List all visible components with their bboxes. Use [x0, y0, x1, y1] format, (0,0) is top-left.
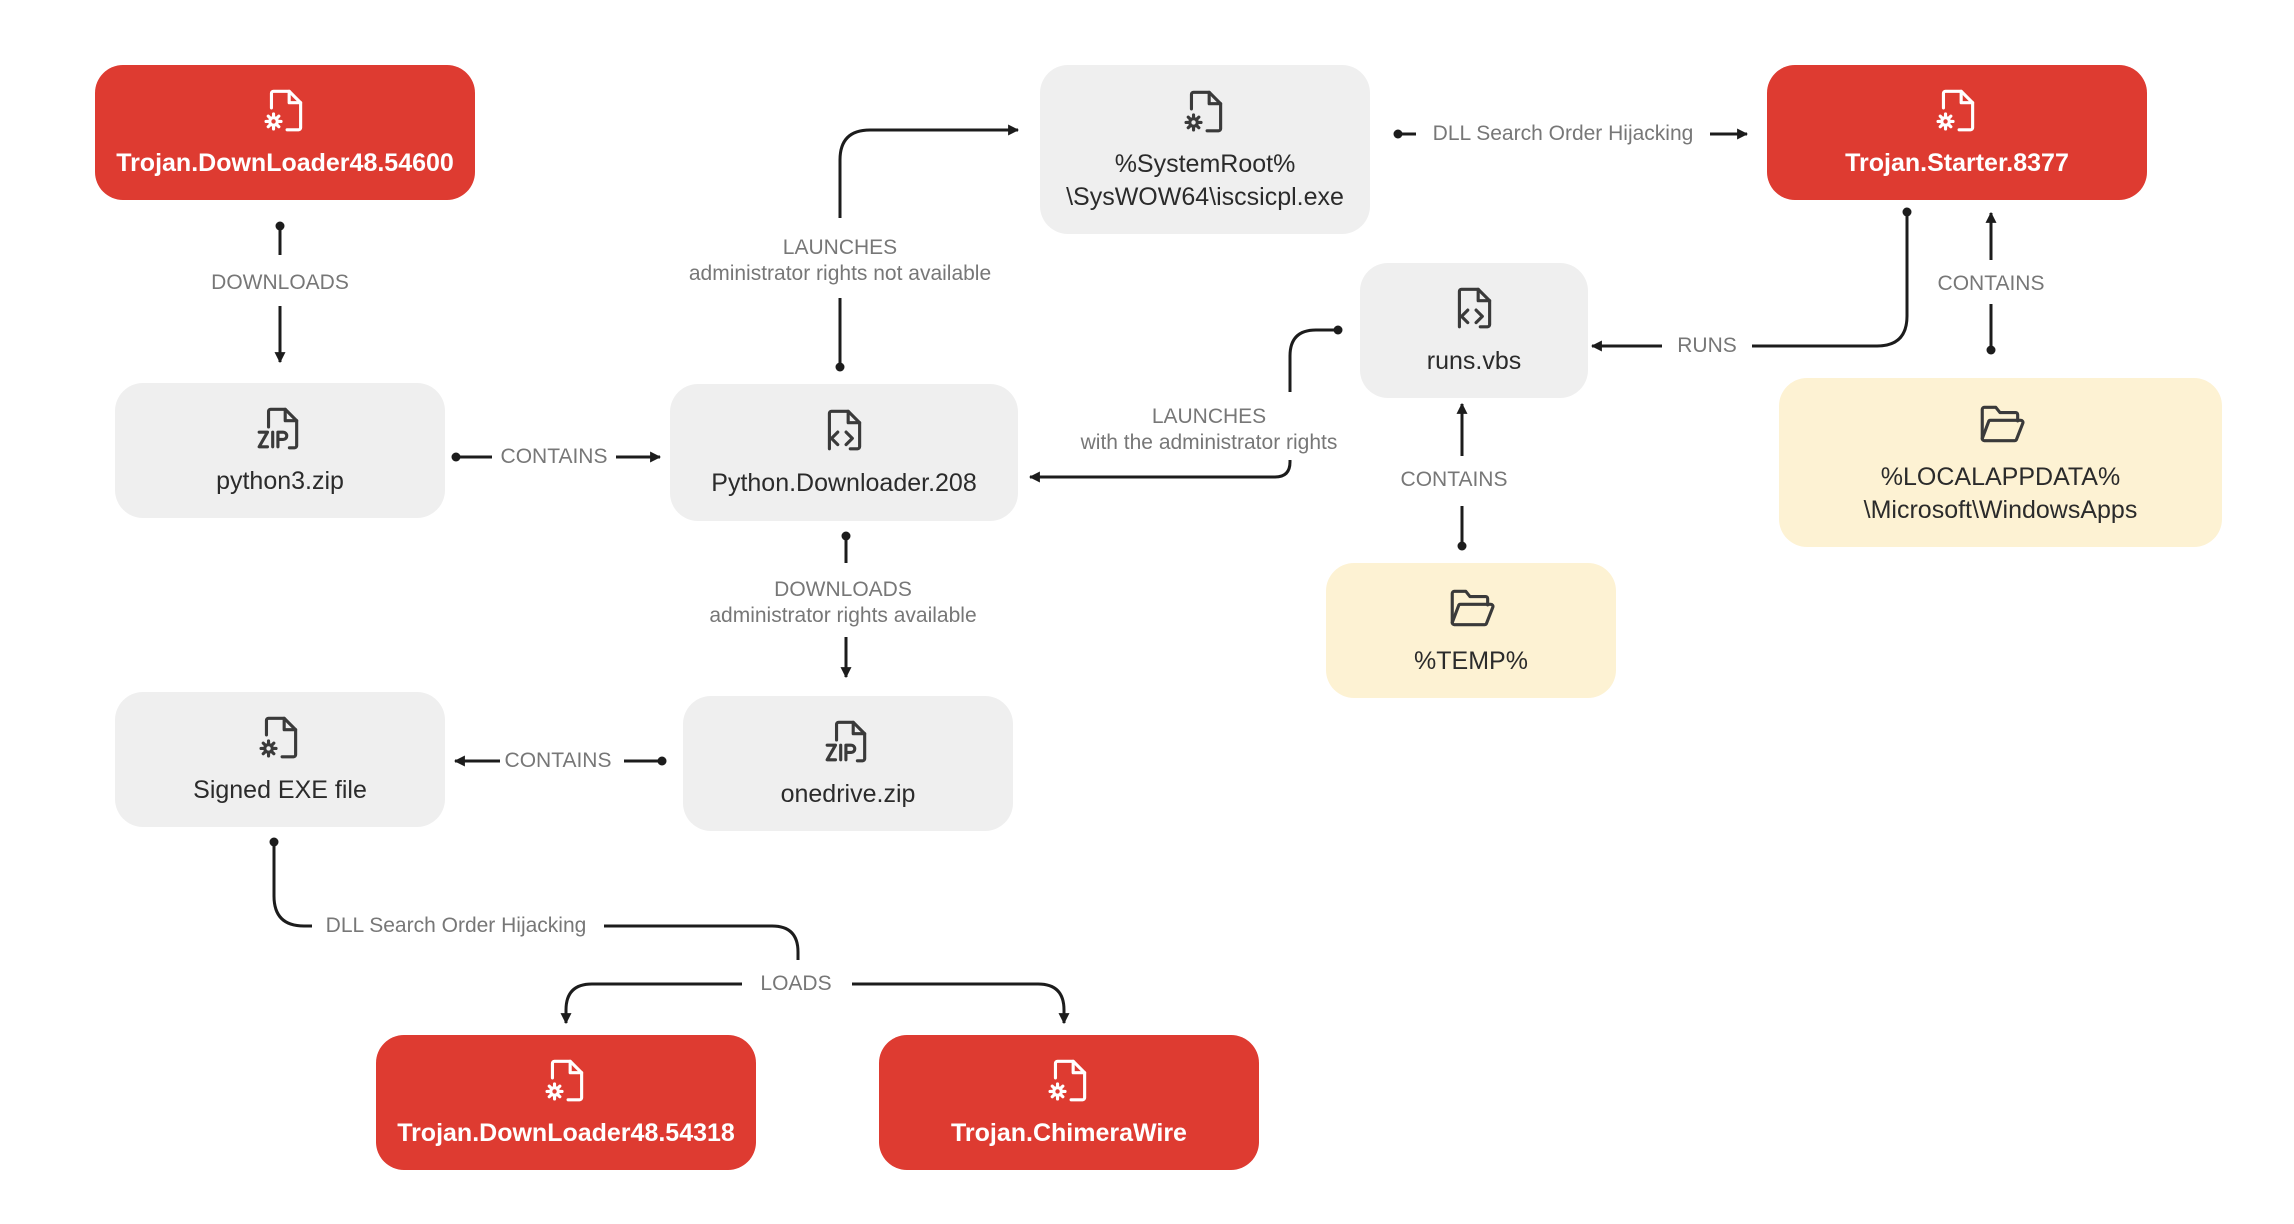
edge-launches-admin-line — [1288, 328, 1338, 392]
gear-file-icon — [545, 1059, 584, 1102]
gear-file-icon — [264, 89, 303, 132]
edge-dot — [1457, 541, 1467, 551]
edge-dll-hijack-2-line-b — [604, 924, 800, 960]
node-iscsicpl-exe: %SystemRoot% \SysWOW64\iscsicpl.exe — [1040, 65, 1370, 234]
edge-label-contains-python3: CONTAINS — [496, 444, 612, 470]
edge-dot — [275, 221, 285, 231]
edge-dot — [269, 837, 279, 847]
edge-dll-hijack-2-line-a — [272, 842, 312, 928]
code-file-icon — [1457, 287, 1492, 329]
gear-file-icon — [259, 716, 298, 759]
edge-label-line: LAUNCHES — [1151, 405, 1267, 428]
node-label-line-2: \SysWOW64\iscsicpl.exe — [1066, 182, 1344, 211]
code-file-icon — [827, 409, 862, 451]
node-label-line-2: \Microsoft\WindowsApps — [1863, 495, 2138, 524]
node-runs-vbs: runs.vbs — [1360, 263, 1588, 398]
node-trojan-starter: Trojan.Starter.8377 — [1767, 65, 2147, 200]
edge-label-loads: LOADS — [756, 971, 836, 997]
edge-dot — [1986, 345, 1996, 355]
node-temp-folder: %TEMP% — [1326, 563, 1616, 698]
zip-file-icon — [257, 407, 299, 450]
gear-file-icon — [1184, 90, 1223, 132]
edge-dot — [835, 362, 845, 372]
edge-label-contains-onedrive: CONTAINS — [500, 748, 616, 774]
edge-label-dll-hijack-1: DLL Search Order Hijacking — [1428, 121, 1698, 147]
edge-label-line: DOWNLOADS — [774, 578, 912, 601]
edge-dot — [1333, 325, 1343, 335]
folder-icon — [1450, 589, 1495, 627]
edge-label-runs: RUNS — [1673, 333, 1741, 359]
edge-dot — [1902, 207, 1912, 217]
gear-file-icon — [1936, 89, 1975, 132]
node-localappdata-folder: %LOCALAPPDATA% \Microsoft\WindowsApps — [1779, 378, 2222, 547]
edge-label-line: with the administrator rights — [1080, 431, 1338, 454]
node-signed-exe: Signed EXE file — [115, 692, 445, 827]
gear-file-icon — [1048, 1059, 1087, 1102]
node-label-line-1: %SystemRoot% — [1114, 149, 1296, 178]
edge-loads-left-arrow — [560, 982, 742, 1025]
edge-dot — [1393, 129, 1403, 139]
node-label: %TEMP% — [1414, 647, 1528, 675]
edge-label-dll-hijack-2: DLL Search Order Hijacking — [321, 913, 591, 939]
node-label: runs.vbs — [1426, 347, 1522, 375]
zip-file-icon — [825, 720, 867, 763]
edge-label-launches-no-admin: LAUNCHES administrator rights not availa… — [684, 235, 996, 287]
edge-dot — [451, 452, 461, 462]
edge-dot — [841, 531, 851, 541]
node-python-downloader: Python.Downloader.208 — [670, 384, 1018, 521]
edge-launches-no-admin-arrow — [838, 124, 1020, 218]
edge-label-line: administrator rights available — [709, 604, 977, 627]
node-trojan-downloader-54600: Trojan.DownLoader48.54600 — [95, 65, 475, 200]
edge-label-contains-starter: CONTAINS — [1933, 271, 2049, 297]
node-label: onedrive.zip — [780, 780, 916, 808]
node-onedrive-zip: onedrive.zip — [683, 696, 1013, 831]
node-label: Trojan.ChimeraWire — [951, 1119, 1187, 1147]
edge-label-contains-runs: CONTAINS — [1396, 467, 1512, 493]
edge-label-downloads-admin: DOWNLOADS administrator rights available — [705, 577, 981, 629]
node-label: Trojan.Starter.8377 — [1845, 149, 2069, 177]
edge-loads-right-arrow — [852, 982, 1070, 1025]
node-label: Python.Downloader.208 — [711, 469, 977, 497]
edge-label-launches-admin: LAUNCHES with the administrator rights — [1076, 404, 1342, 456]
node-label-line-1: %LOCALAPPDATA% — [1880, 462, 2121, 491]
node-label: Trojan.DownLoader48.54600 — [116, 149, 454, 177]
edge-label-downloads: DOWNLOADS — [207, 270, 353, 296]
node-label: Signed EXE file — [193, 776, 367, 804]
node-label: Trojan.DownLoader48.54318 — [397, 1119, 735, 1147]
edge-runs-line — [1752, 212, 1909, 348]
edge-dot — [657, 756, 667, 766]
node-trojan-downloader-54318: Trojan.DownLoader48.54318 — [376, 1035, 756, 1170]
edge-launches-admin-arrow — [1028, 460, 1292, 483]
folder-icon — [1980, 405, 2024, 442]
node-label: python3.zip — [216, 467, 344, 495]
edge-label-line: LAUNCHES — [782, 236, 898, 259]
node-python3-zip: python3.zip — [115, 383, 445, 518]
node-trojan-chimerawire: Trojan.ChimeraWire — [879, 1035, 1259, 1170]
edge-label-line: administrator rights not available — [688, 262, 992, 285]
